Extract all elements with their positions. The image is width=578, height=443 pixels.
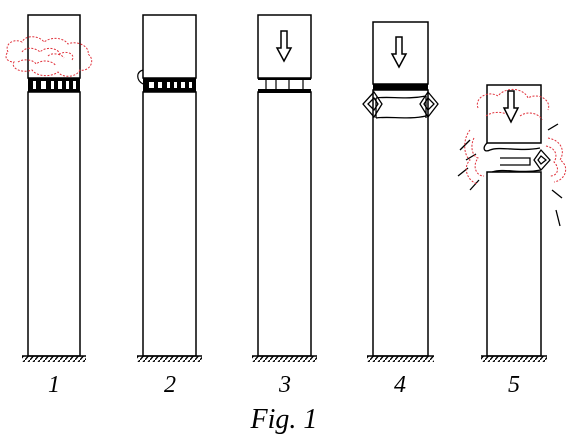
panel-1-smoke (5, 36, 93, 77)
panel-3-ground-hatch (252, 356, 317, 362)
panel-2-failure-band (143, 78, 196, 92)
panel-1-ground-hatch (22, 356, 86, 362)
panel-4-label: 4 (394, 372, 406, 398)
panel-5-crush-zone (457, 123, 563, 227)
panel-4-ground-hatch (367, 356, 434, 362)
panel-2 (137, 14, 202, 362)
panel-5 (457, 84, 567, 362)
panel-2-column-lower (142, 91, 197, 357)
panel-1-column-lower (27, 91, 81, 357)
panel-5-ground-hatch (481, 356, 547, 362)
panel-4-failure-plate (373, 84, 428, 90)
panel-5-down-arrow-icon (502, 90, 520, 124)
panel-1-failure-band (28, 78, 80, 92)
panel-3 (252, 14, 317, 362)
panel-4-down-arrow-icon (390, 36, 408, 69)
panel-1-label: 1 (48, 372, 60, 398)
panel-5-column-upper (486, 84, 542, 144)
panel-4-crush-zone (362, 90, 439, 119)
panel-3-down-arrow-icon (275, 30, 293, 63)
panel-3-column-lower (257, 91, 312, 357)
panel-1 (5, 14, 93, 362)
panel-2-ground-hatch (137, 356, 202, 362)
panel-5-label: 5 (508, 372, 520, 398)
panel-3-gap-band (258, 78, 311, 93)
panel-4 (362, 21, 439, 362)
panel-5-column-lower (486, 171, 542, 357)
panel-1-column-upper (27, 14, 81, 79)
figure-caption: Fig. 1 (250, 404, 318, 435)
panel-2-spall-edge (137, 69, 144, 85)
panel-3-label: 3 (278, 372, 291, 398)
panel-5-smoke (464, 89, 567, 185)
panel-4-column-lower (372, 89, 429, 357)
panel-2-label: 2 (164, 372, 176, 398)
panel-2-column-upper (142, 14, 197, 79)
